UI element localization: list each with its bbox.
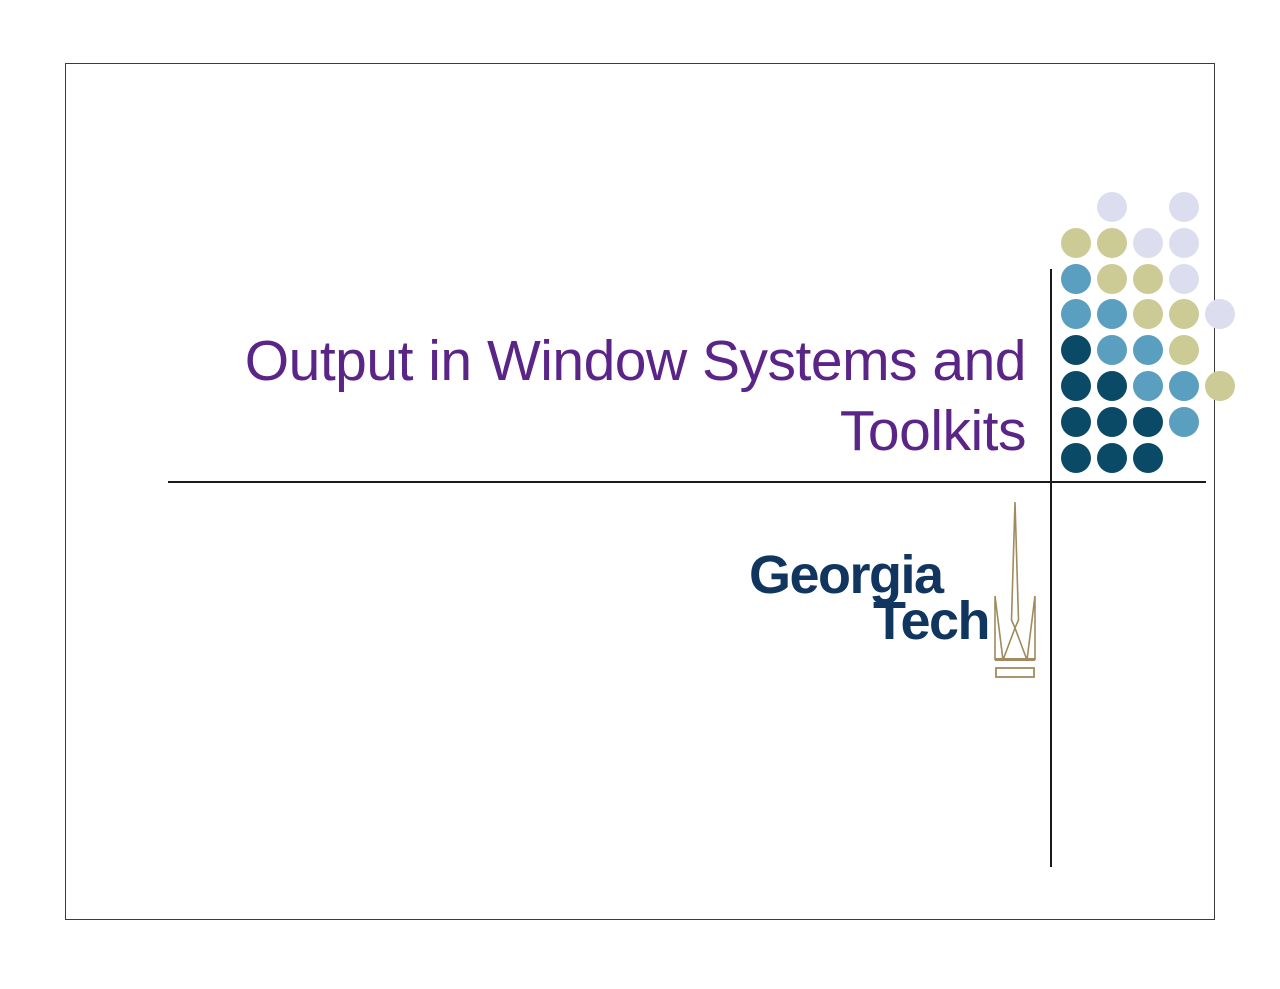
decoration-dot (1169, 406, 1199, 437)
decoration-dot (1169, 192, 1199, 222)
decoration-dot (1061, 406, 1091, 437)
slide-frame: Output in Window Systems and Toolkits Ge… (65, 63, 1235, 920)
georgia-tech-tower-icon (991, 500, 1039, 685)
georgia-tech-word-georgia: Georgia (749, 545, 944, 605)
decoration-dot (1061, 335, 1091, 366)
decoration-dot (1169, 263, 1199, 294)
slide-title-line-1: Output in Window Systems and (244, 329, 1027, 393)
decoration-dot (1205, 371, 1235, 401)
decoration-dot (1133, 299, 1163, 330)
horizontal-rule (168, 481, 1206, 483)
slide-title-line-2: Toolkits (839, 399, 1027, 463)
decoration-dot (1133, 442, 1163, 473)
decoration-dot (1097, 406, 1127, 437)
georgia-tech-word-tech: Tech (872, 590, 991, 651)
decoration-dot (1205, 299, 1235, 330)
decoration-dot (1133, 371, 1163, 401)
decoration-dot (1169, 335, 1199, 366)
decoration-dot (1097, 263, 1127, 294)
decoration-dot (1097, 192, 1127, 222)
decoration-dot (1133, 335, 1163, 366)
decoration-dot (1133, 263, 1163, 294)
decoration-dot (1061, 442, 1091, 473)
decoration-dot (1169, 227, 1199, 258)
decoration-dot (1061, 263, 1091, 294)
decoration-dot (1097, 227, 1127, 258)
georgia-tech-logo: Georgia Tech Georgia Tech (749, 501, 1036, 681)
decoration-dot (1061, 227, 1091, 258)
decoration-dot (1097, 335, 1127, 366)
decoration-dot (1133, 227, 1163, 258)
slide-title: Output in Window Systems and Toolkits (216, 326, 1027, 466)
georgia-tech-wordmark: Georgia Tech (749, 545, 991, 651)
decoration-dot (1097, 299, 1127, 330)
dot-matrix-decoration (1061, 192, 1251, 477)
vertical-rule (1050, 269, 1052, 867)
decoration-dot (1061, 371, 1091, 401)
decoration-dot (1097, 371, 1127, 401)
decoration-dot (1097, 442, 1127, 473)
decoration-dot (1169, 299, 1199, 330)
decoration-dot (1169, 371, 1199, 401)
decoration-dot (1133, 406, 1163, 437)
decoration-dot (1061, 299, 1091, 330)
